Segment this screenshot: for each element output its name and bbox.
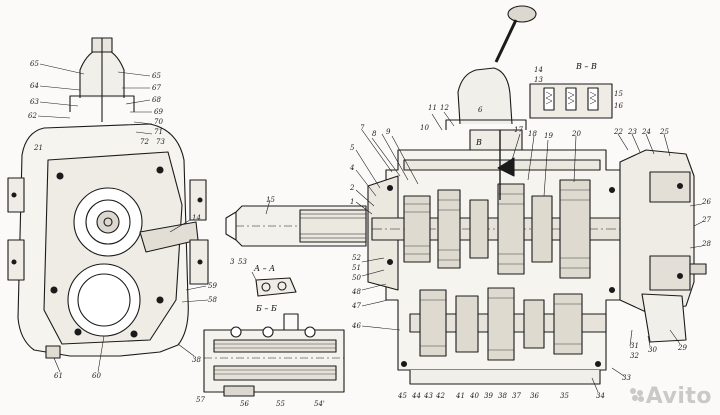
avito-watermark: Avito	[629, 384, 712, 409]
callout-30: 30	[648, 346, 657, 354]
callout-24: 24	[642, 128, 651, 136]
callout-41: 41	[456, 392, 465, 400]
section-bb-title: Б – Б	[256, 304, 277, 313]
callout-4: 4	[350, 164, 355, 172]
callout-51: 51	[352, 264, 361, 272]
callout-73: 73	[156, 138, 165, 146]
input-shaft-view	[225, 199, 367, 297]
end-view	[7, 37, 209, 373]
callout-40: 40	[470, 392, 479, 400]
callout-22: 22	[614, 128, 623, 136]
callout-65b: 65	[152, 72, 161, 80]
callout-39: 39	[484, 392, 493, 400]
callout-5: 5	[350, 144, 355, 152]
callout-20: 20	[572, 130, 581, 138]
callout-27: 27	[702, 216, 711, 224]
callout-42: 42	[436, 392, 445, 400]
callout-15: 15	[266, 196, 275, 204]
callout-7: 7	[360, 124, 365, 132]
callout-6: 6	[478, 106, 483, 114]
callout-29: 29	[678, 344, 687, 352]
callout-52: 52	[352, 254, 361, 262]
callout-60: 60	[92, 372, 101, 380]
callout-61: 61	[54, 372, 63, 380]
callout-25: 25	[660, 128, 669, 136]
longitudinal-section	[355, 5, 707, 393]
callout-17: 17	[514, 126, 523, 134]
callout-65: 65	[30, 60, 39, 68]
callout-54: 54'	[314, 400, 325, 408]
callout-68: 68	[152, 96, 161, 104]
callout-63: 63	[30, 98, 39, 106]
callout-28: 28	[702, 240, 711, 248]
section-vv-title: В – В	[576, 62, 597, 71]
callout-64: 64	[30, 82, 39, 90]
callout-35: 35	[560, 392, 569, 400]
callout-15b: 15	[614, 90, 623, 98]
callout-36: 36	[530, 392, 539, 400]
callout-72: 72	[140, 138, 149, 146]
callout-11: 11	[428, 104, 437, 112]
callout-2: 2	[350, 184, 355, 192]
callout-33: 33	[622, 374, 631, 382]
section-bb	[203, 313, 345, 397]
callout-14: 14	[192, 214, 201, 222]
avito-logo-icon	[629, 388, 644, 402]
callout-38b: 38	[192, 356, 201, 364]
callout-1: 1	[350, 198, 355, 206]
callout-44: 44	[412, 392, 421, 400]
callout-70: 70	[154, 118, 163, 126]
callout-26: 26	[702, 198, 711, 206]
callout-32: 32	[630, 352, 639, 360]
callout-12: 12	[440, 104, 449, 112]
callout-50: 50	[352, 274, 361, 282]
callout-9: 9	[386, 128, 391, 136]
callout-16: 16	[614, 102, 623, 110]
callout-23: 23	[628, 128, 637, 136]
callout-53: 53	[238, 258, 247, 266]
callout-56: 56	[240, 400, 249, 408]
callout-62: 62	[28, 112, 37, 120]
callout-45: 45	[398, 392, 407, 400]
callout-46: 46	[352, 322, 361, 330]
callout-3: 3	[230, 258, 235, 266]
callout-48: 48	[352, 288, 361, 296]
callout-38: 38	[498, 392, 507, 400]
marker-v: В	[476, 138, 482, 147]
callout-18: 18	[528, 130, 537, 138]
callout-34: 34	[596, 392, 605, 400]
callout-69: 69	[154, 108, 163, 116]
callout-14b: 14	[534, 66, 543, 74]
callout-21: 21	[34, 144, 43, 152]
callout-47: 47	[352, 302, 361, 310]
callout-67: 67	[152, 84, 161, 92]
watermark-text: Avito	[645, 384, 712, 409]
callout-57: 57	[196, 396, 205, 404]
callout-31: 31	[630, 342, 639, 350]
callout-55: 55	[276, 400, 285, 408]
callout-19: 19	[544, 132, 553, 140]
section-aa-title: А – А	[254, 264, 276, 273]
callout-37: 37	[512, 392, 521, 400]
callout-59: 59	[208, 282, 217, 290]
callout-10: 10	[420, 124, 429, 132]
callout-71: 71	[154, 128, 163, 136]
callout-13: 13	[534, 76, 543, 84]
callout-58: 58	[208, 296, 217, 304]
callout-8: 8	[372, 130, 377, 138]
callout-43: 43	[424, 392, 433, 400]
